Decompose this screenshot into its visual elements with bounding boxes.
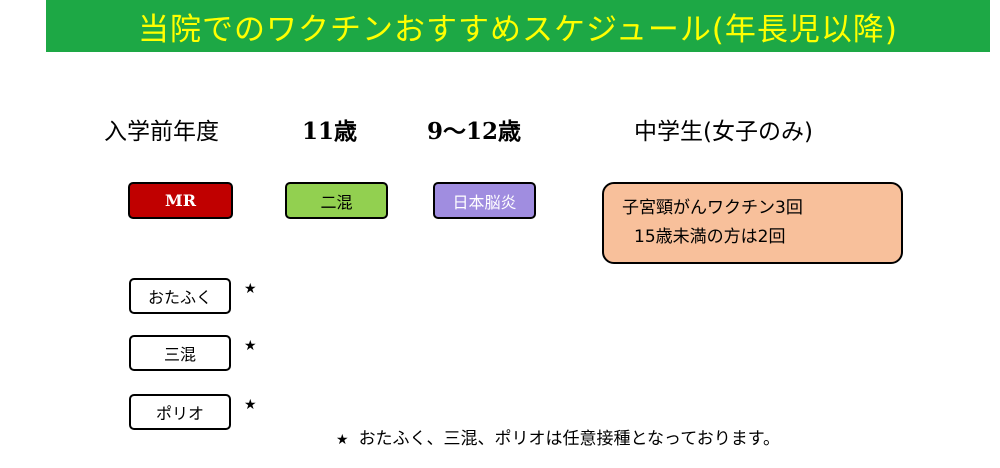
vaccine-mr-box: MR (128, 182, 233, 219)
vaccine-japanese-encephalitis-box: 日本脳炎 (433, 182, 536, 219)
vaccine-sankon-box: 三混 (129, 335, 231, 371)
vaccine-nikon-box: 二混 (285, 182, 388, 219)
note-star: ★ (336, 432, 349, 448)
heading-age-9-12: 9～12歳 (427, 118, 522, 145)
vaccine-hpv-box: 子宮頸がんワクチン3回 15歳未満の方は2回 (602, 182, 903, 264)
vaccine-sankon-label: 三混 (163, 345, 196, 364)
vaccine-otafuku-box: おたふく (129, 278, 231, 314)
heading-preschool: 入学前年度 (104, 119, 219, 145)
vaccine-otafuku-label: おたふく (147, 288, 212, 307)
vaccine-japanese-encephalitis-label: 日本脳炎 (452, 192, 517, 212)
title-banner: 当院でのワクチンおすすめスケジュール(年長児以降) (46, 0, 990, 52)
vaccine-polio-box: ポリオ (129, 394, 231, 430)
page-title: 当院でのワクチンおすすめスケジュール(年長児以降) (137, 11, 899, 48)
heading-junior-high: 中学生(女子のみ) (634, 119, 813, 145)
vaccine-nikon-label: 二混 (320, 192, 353, 212)
optional-star-sankon: ★ (244, 338, 257, 354)
optional-star-polio: ★ (244, 397, 257, 413)
note-text: おたふく、三混、ポリオは任意接種となっております。 (358, 429, 780, 449)
optional-vaccine-note: ★ おたふく、三混、ポリオは任意接種となっております。 (336, 424, 780, 449)
vaccine-hpv-line2: 15歳未満の方は2回 (634, 227, 786, 247)
vaccine-mr-label: MR (164, 191, 196, 210)
vaccine-hpv-line1: 子宮頸がんワクチン3回 (622, 198, 803, 218)
heading-age-11: 11歳 (302, 118, 358, 145)
vaccine-polio-label: ポリオ (155, 404, 204, 423)
optional-star-otafuku: ★ (244, 281, 257, 297)
